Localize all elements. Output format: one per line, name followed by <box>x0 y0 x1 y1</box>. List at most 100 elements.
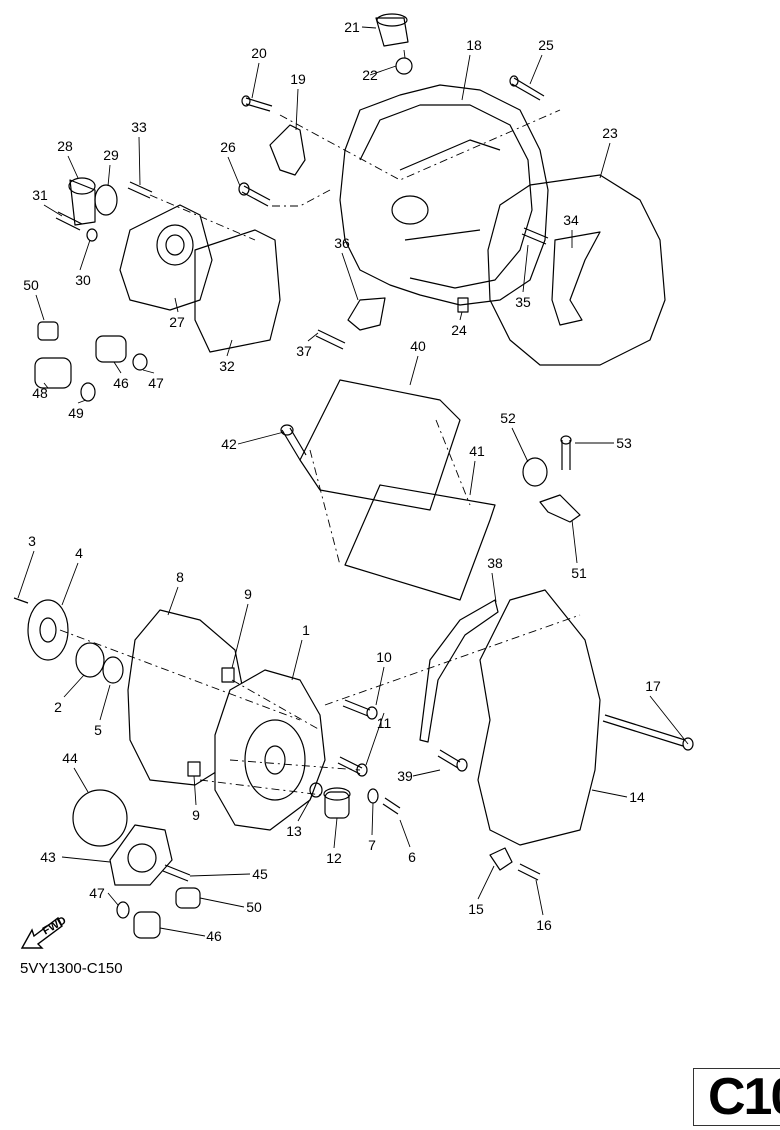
part-46-plug-lower <box>133 911 161 939</box>
part-53-bolt <box>560 435 572 470</box>
part-22-o-ring <box>395 57 413 75</box>
callout-45: 45 <box>252 866 268 882</box>
part-24-dowel <box>457 297 469 313</box>
callout-6: 6 <box>408 849 416 865</box>
part-50-plug-lower <box>175 887 201 909</box>
part-47-o-ring <box>132 353 148 371</box>
callout-28: 28 <box>57 138 73 154</box>
part-49-o-ring <box>80 382 96 402</box>
callout-35: 35 <box>515 294 531 310</box>
callout-42: 42 <box>221 436 237 452</box>
callout-34: 34 <box>563 212 579 228</box>
page-label-box: C10 <box>693 1068 780 1126</box>
part-51-bracket <box>539 494 581 523</box>
callout-15: 15 <box>468 901 484 917</box>
callout-14: 14 <box>629 789 645 805</box>
callout-50-lower: 50 <box>246 899 262 915</box>
diagram-reference-code: 5VY1300-C150 <box>20 960 123 977</box>
callout-23: 23 <box>602 125 618 141</box>
part-38-gasket <box>419 599 499 743</box>
callout-13: 13 <box>286 823 302 839</box>
part-18-crankcase-cover <box>339 84 549 306</box>
part-44-o-ring <box>72 789 128 847</box>
part-42-bolt <box>280 424 307 461</box>
callout-18: 18 <box>466 37 482 53</box>
part-47-o-ring-lower <box>116 901 130 919</box>
part-45-bolt <box>162 864 191 882</box>
callout-27: 27 <box>169 314 185 330</box>
callout-32: 32 <box>219 358 235 374</box>
part-39-bolt <box>437 749 468 772</box>
callout-17: 17 <box>645 678 661 694</box>
callout-8: 8 <box>176 569 184 585</box>
part-32-gasket <box>194 229 281 353</box>
part-9-dowel-lower <box>187 761 201 777</box>
part-29-o-ring <box>94 184 118 216</box>
callout-33: 33 <box>131 119 147 135</box>
page-label: C10 <box>708 1068 780 1126</box>
part-34-plate <box>551 231 601 326</box>
callout-19: 19 <box>290 71 306 87</box>
part-26-bolt <box>238 182 271 207</box>
callout-48: 48 <box>32 385 48 401</box>
callout-12: 12 <box>326 850 342 866</box>
part-6-bolt <box>382 797 401 815</box>
callout-20: 20 <box>251 45 267 61</box>
callout-4: 4 <box>75 545 83 561</box>
callout-47-lower: 47 <box>89 885 105 901</box>
part-46-plug <box>95 335 127 363</box>
part-13-o-ring <box>309 782 323 798</box>
callout-11: 11 <box>376 715 392 731</box>
part-23-gasket <box>487 174 666 366</box>
callout-3: 3 <box>28 533 36 549</box>
callout-39: 39 <box>397 768 413 784</box>
part-9-dowel <box>221 667 235 683</box>
part-11-bolt <box>337 756 368 777</box>
callout-50: 50 <box>23 277 39 293</box>
callout-31: 31 <box>32 187 48 203</box>
part-50-plug <box>37 321 59 341</box>
part-5-seal <box>102 656 124 684</box>
part-52-grommet <box>522 457 548 487</box>
part-17-bolt <box>602 714 694 751</box>
callout-52: 52 <box>500 410 516 426</box>
part-41-gasket <box>344 484 496 601</box>
callout-9: 9 <box>244 586 252 602</box>
callout-16: 16 <box>536 917 552 933</box>
part-7-washer <box>367 788 379 804</box>
leader-lines <box>17 26 689 937</box>
part-27-cover <box>119 204 213 311</box>
part-48-plug <box>34 357 72 389</box>
part-33-bolt <box>127 181 153 199</box>
part-28-plug <box>68 177 96 226</box>
callout-40: 40 <box>410 338 426 354</box>
callout-44: 44 <box>62 750 78 766</box>
part-43-cover <box>109 824 173 886</box>
callout-21: 21 <box>344 19 360 35</box>
part-1-generator-cover <box>214 669 326 831</box>
callout-47: 47 <box>148 375 164 391</box>
callout-22: 22 <box>362 67 378 83</box>
callout-38: 38 <box>487 555 503 571</box>
part-25-bolt <box>509 75 545 101</box>
part-16-bolt <box>517 863 541 881</box>
part-15-clamp <box>489 847 513 871</box>
callout-53: 53 <box>616 435 632 451</box>
part-19-bracket <box>269 124 306 176</box>
part-14-sprocket-cover <box>477 589 601 846</box>
callout-7: 7 <box>368 837 376 853</box>
part-20-bolt <box>241 95 273 112</box>
callout-37: 37 <box>296 343 312 359</box>
part-36-bracket <box>347 297 386 331</box>
callout-41: 41 <box>469 443 485 459</box>
fwd-arrow-icon <box>20 916 63 949</box>
callout-46-lower: 46 <box>206 928 222 944</box>
callout-24: 24 <box>451 322 467 338</box>
callout-29: 29 <box>103 147 119 163</box>
forward-direction-arrow: FWD <box>18 910 78 959</box>
part-31-bolt <box>55 211 83 231</box>
callout-51: 51 <box>571 565 587 581</box>
callout-36: 36 <box>334 235 350 251</box>
part-3-pin <box>13 597 29 604</box>
